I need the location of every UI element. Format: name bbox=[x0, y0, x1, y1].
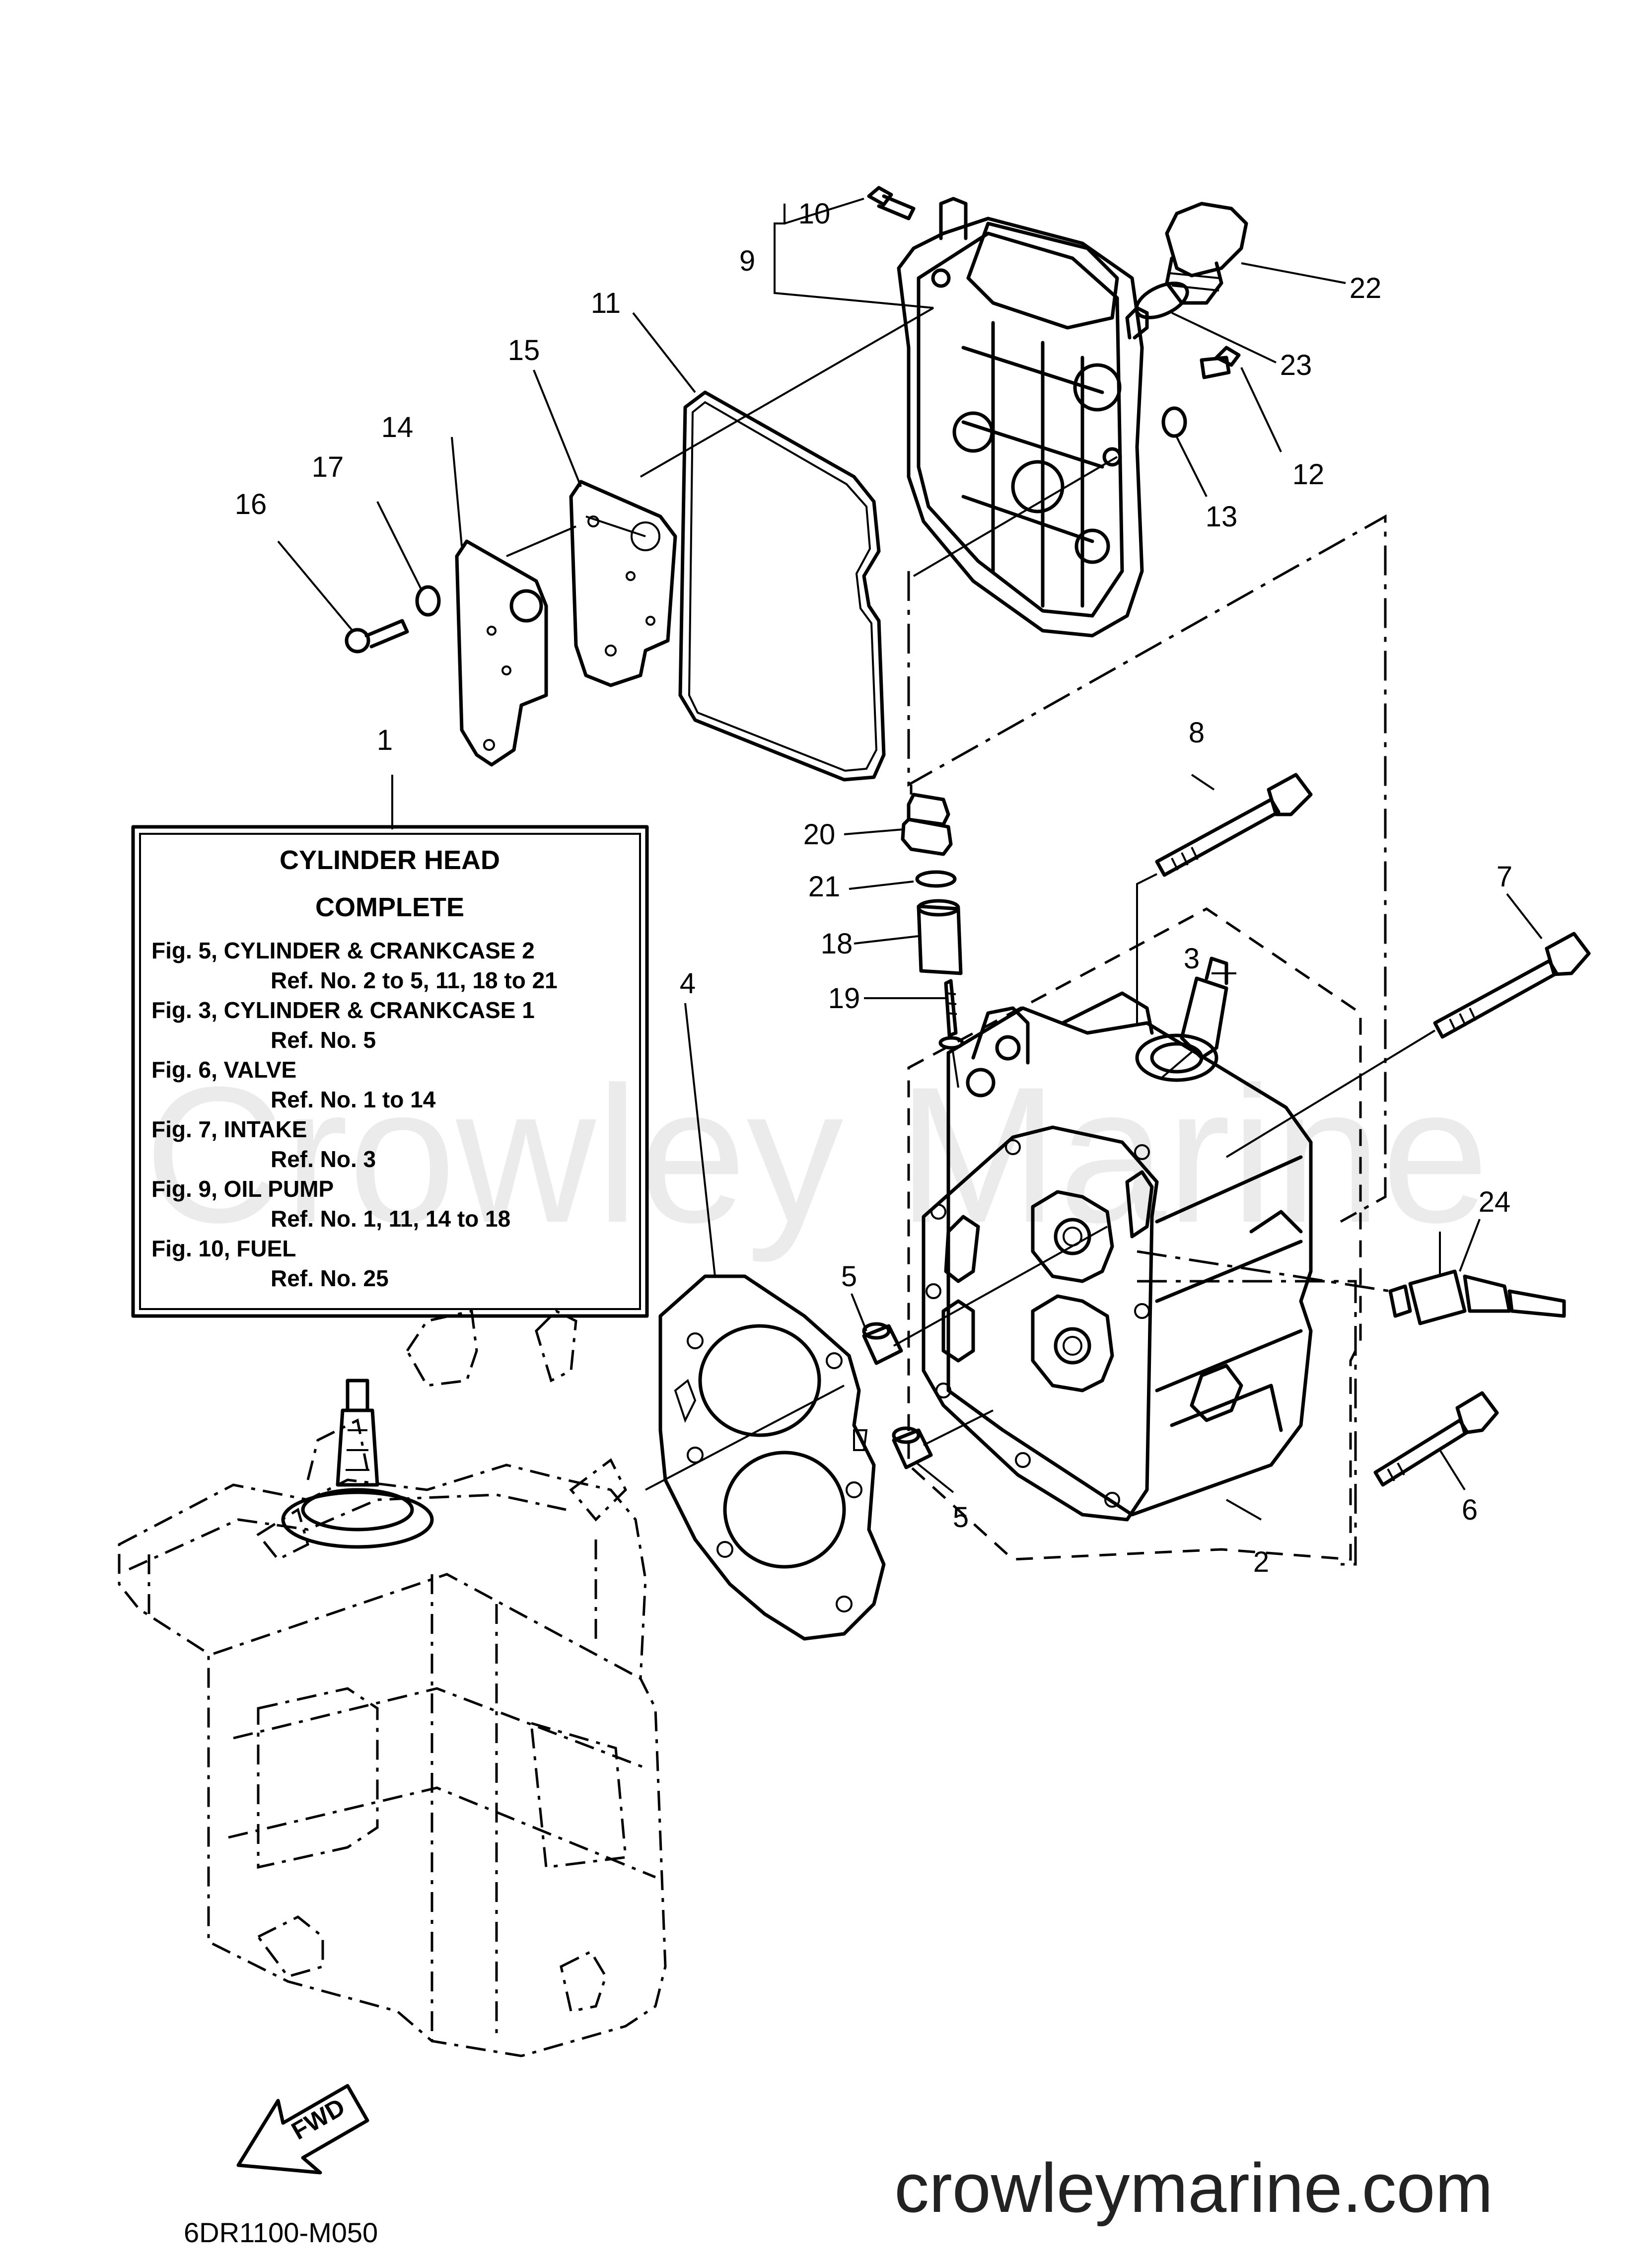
info-box-line: Fig. 5, CYLINDER & CRANKCASE 2 bbox=[151, 938, 535, 963]
washer-17 bbox=[415, 585, 441, 617]
website-footer: crowleymarine.com bbox=[894, 2148, 1493, 2228]
info-box-line: Fig. 7, INTAKE bbox=[151, 1116, 307, 1142]
callout-21: 21 bbox=[808, 871, 841, 903]
callout-5b: 5 bbox=[953, 1501, 969, 1534]
cylinder-head-gasket bbox=[658, 1274, 886, 1641]
info-box-line: Fig. 9, OIL PUMP bbox=[151, 1176, 334, 1202]
callout-19: 19 bbox=[828, 982, 860, 1015]
callout-22: 22 bbox=[1350, 272, 1382, 304]
bolt-10 bbox=[867, 186, 916, 220]
diagram-code: 6DR1100-M050 bbox=[184, 2217, 378, 2248]
dowel-pin-lower bbox=[892, 1426, 933, 1469]
info-box-line: Fig. 6, VALVE bbox=[151, 1057, 296, 1083]
plate-14 bbox=[455, 539, 548, 767]
plug-20 bbox=[901, 793, 953, 856]
callout-7: 7 bbox=[1497, 861, 1512, 893]
callout-4: 4 bbox=[680, 967, 696, 1000]
plate-15 bbox=[569, 480, 677, 687]
head-cover-gasket bbox=[678, 390, 886, 782]
callout-23: 23 bbox=[1280, 349, 1312, 381]
callout-15: 15 bbox=[508, 334, 540, 366]
callout-9: 9 bbox=[739, 245, 755, 277]
cylinder-head bbox=[907, 907, 1362, 1561]
callout-20: 20 bbox=[803, 818, 836, 851]
bolt-12 bbox=[1200, 346, 1241, 379]
callout-11: 11 bbox=[591, 287, 621, 319]
washer-13 bbox=[1161, 406, 1187, 438]
spark-plug bbox=[1388, 1232, 1566, 1325]
info-box-line: Fig. 10, FUEL bbox=[151, 1236, 296, 1261]
callout-labels: 1 2 3 4 5 5 6 7 8 9 10 11 12 13 14 15 16… bbox=[235, 198, 1512, 1578]
website-url: crowleymarine.com bbox=[894, 2149, 1493, 2227]
crankshaft-end bbox=[281, 1379, 434, 1549]
info-box-title-line2: COMPLETE bbox=[315, 892, 464, 922]
cylinder-head-cover bbox=[897, 197, 1149, 638]
bolt-7 bbox=[1225, 932, 1591, 1158]
callout-16: 16 bbox=[235, 488, 267, 520]
leader-lines-lower bbox=[391, 774, 1543, 1521]
callout-2: 2 bbox=[1253, 1546, 1269, 1578]
info-box-title-line1: CYLINDER HEAD bbox=[280, 845, 500, 875]
oil-filler-cap bbox=[1165, 202, 1248, 305]
sleeve-18 bbox=[917, 899, 963, 975]
dowel-pin-upper bbox=[862, 1322, 903, 1365]
engine-block-reference bbox=[118, 1309, 667, 2057]
callout-13: 13 bbox=[1206, 501, 1238, 533]
info-box-line: Fig. 3, CYLINDER & CRANKCASE 1 bbox=[151, 997, 535, 1023]
info-box-line: Ref. No. 3 bbox=[271, 1146, 376, 1172]
callout-6: 6 bbox=[1462, 1494, 1478, 1526]
bolt-8 bbox=[1136, 773, 1313, 1023]
screw-16 bbox=[345, 619, 409, 654]
info-box-line: Ref. No. 25 bbox=[271, 1265, 389, 1291]
watermark: Crowley Marine bbox=[144, 1046, 1489, 1264]
info-box-line: Ref. No. 1 to 14 bbox=[271, 1087, 436, 1112]
callout-3: 3 bbox=[1184, 943, 1200, 975]
fwd-arrow-icon: FWD bbox=[236, 2084, 369, 2175]
bolt-6 bbox=[1373, 1391, 1499, 1487]
info-box-line: Ref. No. 2 to 5, 11, 18 to 21 bbox=[271, 967, 558, 993]
leader-lines-upper bbox=[277, 198, 1346, 632]
o-ring-21 bbox=[915, 870, 957, 888]
callout-12: 12 bbox=[1292, 458, 1325, 491]
callout-5a: 5 bbox=[841, 1260, 857, 1293]
callout-14: 14 bbox=[381, 411, 414, 443]
callout-1: 1 bbox=[377, 724, 393, 756]
alignment-lines bbox=[907, 514, 1391, 1566]
info-box-line: Ref. No. 5 bbox=[271, 1027, 376, 1053]
callout-10: 10 bbox=[798, 198, 831, 230]
callout-18: 18 bbox=[821, 928, 853, 960]
info-box-line: Ref. No. 1, 11, 14 to 18 bbox=[271, 1206, 510, 1232]
stud-19 bbox=[938, 979, 964, 1088]
callout-24: 24 bbox=[1479, 1186, 1511, 1218]
o-ring-23 bbox=[1135, 282, 1189, 319]
callout-17: 17 bbox=[312, 451, 344, 483]
info-box: CYLINDER HEAD COMPLETE Fig. 5, CYLINDER … bbox=[131, 825, 649, 1318]
callout-8: 8 bbox=[1189, 717, 1205, 749]
